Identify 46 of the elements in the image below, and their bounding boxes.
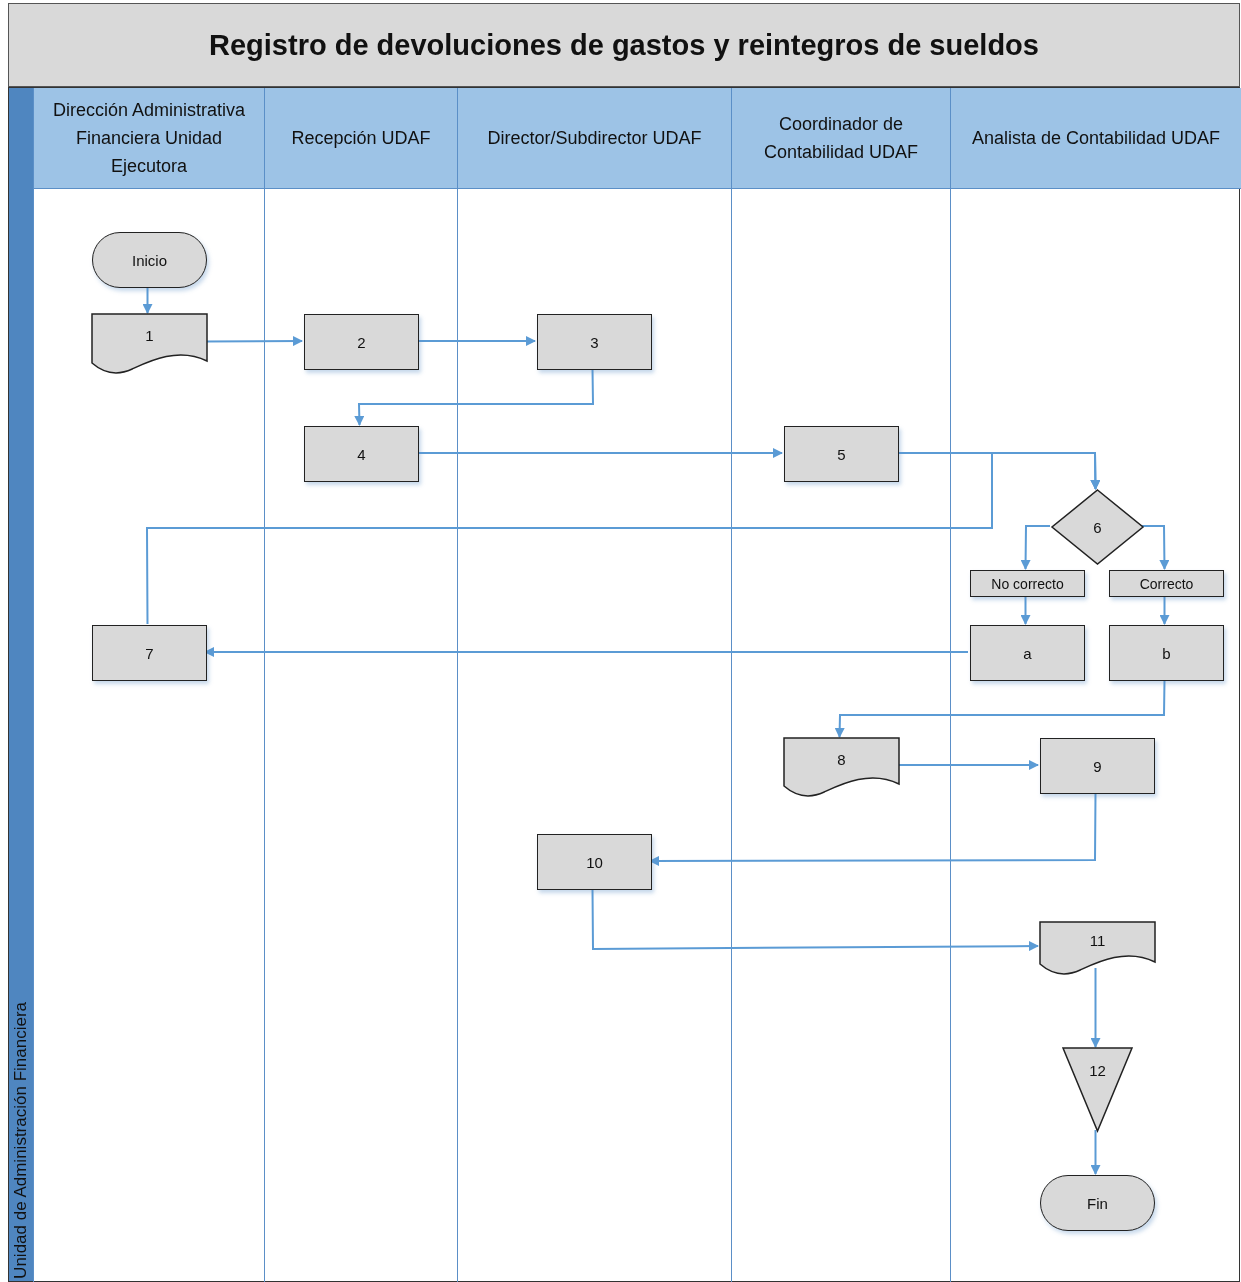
process-box: 2	[304, 314, 419, 370]
arrow	[1140, 525, 1170, 570]
lane-header: Analista de Contabilidad UDAF	[951, 88, 1241, 189]
process-box: 3	[537, 314, 652, 370]
decision-diamond: 6	[1052, 490, 1143, 564]
lane-header: Recepción UDAF	[265, 88, 457, 189]
process-box: 9	[1040, 738, 1155, 794]
lane-header: Director/Subdirector UDAF	[458, 88, 731, 189]
condition-box: Correcto	[1109, 570, 1224, 597]
pool-band	[8, 87, 1240, 1282]
arrow	[1090, 1129, 1101, 1175]
process-box: 5	[784, 426, 899, 482]
terminator-shape: Fin	[1040, 1175, 1155, 1231]
document-shape: 8	[784, 738, 899, 794]
terminator-shape: Inicio	[92, 232, 207, 288]
process-box: 4	[304, 426, 419, 482]
merge-triangle: 12	[1063, 1048, 1132, 1131]
arrow	[1020, 525, 1051, 570]
pool-label: Unidad de Administración Financiera	[11, 1002, 31, 1281]
process-box: b	[1109, 625, 1224, 681]
arrow	[649, 792, 1097, 866]
swimlane	[33, 88, 264, 1282]
lane-header: Dirección Administrativa Financiera Unidad Ejecutora	[34, 88, 264, 189]
swimlane	[950, 88, 1241, 1282]
arrow	[1090, 967, 1101, 1048]
arrow	[1159, 595, 1170, 625]
swimlane	[457, 88, 731, 1282]
document-shape: 1	[92, 314, 207, 371]
arrow	[416, 336, 536, 346]
lane-header: Coordinador de Contabilidad UDAF	[732, 88, 950, 189]
document-shape: 11	[1040, 922, 1155, 972]
process-box: 7	[92, 625, 207, 681]
arrow	[416, 448, 783, 458]
arrow	[142, 286, 153, 314]
condition-box: No correcto	[970, 570, 1085, 597]
process-box: 10	[537, 834, 652, 890]
swimlane	[731, 88, 950, 1282]
arrow	[1020, 595, 1031, 625]
process-box: a	[970, 625, 1085, 681]
swimlane	[264, 88, 457, 1282]
arrow	[354, 368, 594, 426]
diagram-title: Registro de devoluciones de gastos y reintegros de sueldos	[8, 3, 1240, 87]
arrow	[591, 888, 1039, 952]
arrow	[146, 452, 1101, 625]
arrow	[834, 679, 1166, 738]
arrow	[204, 647, 969, 657]
